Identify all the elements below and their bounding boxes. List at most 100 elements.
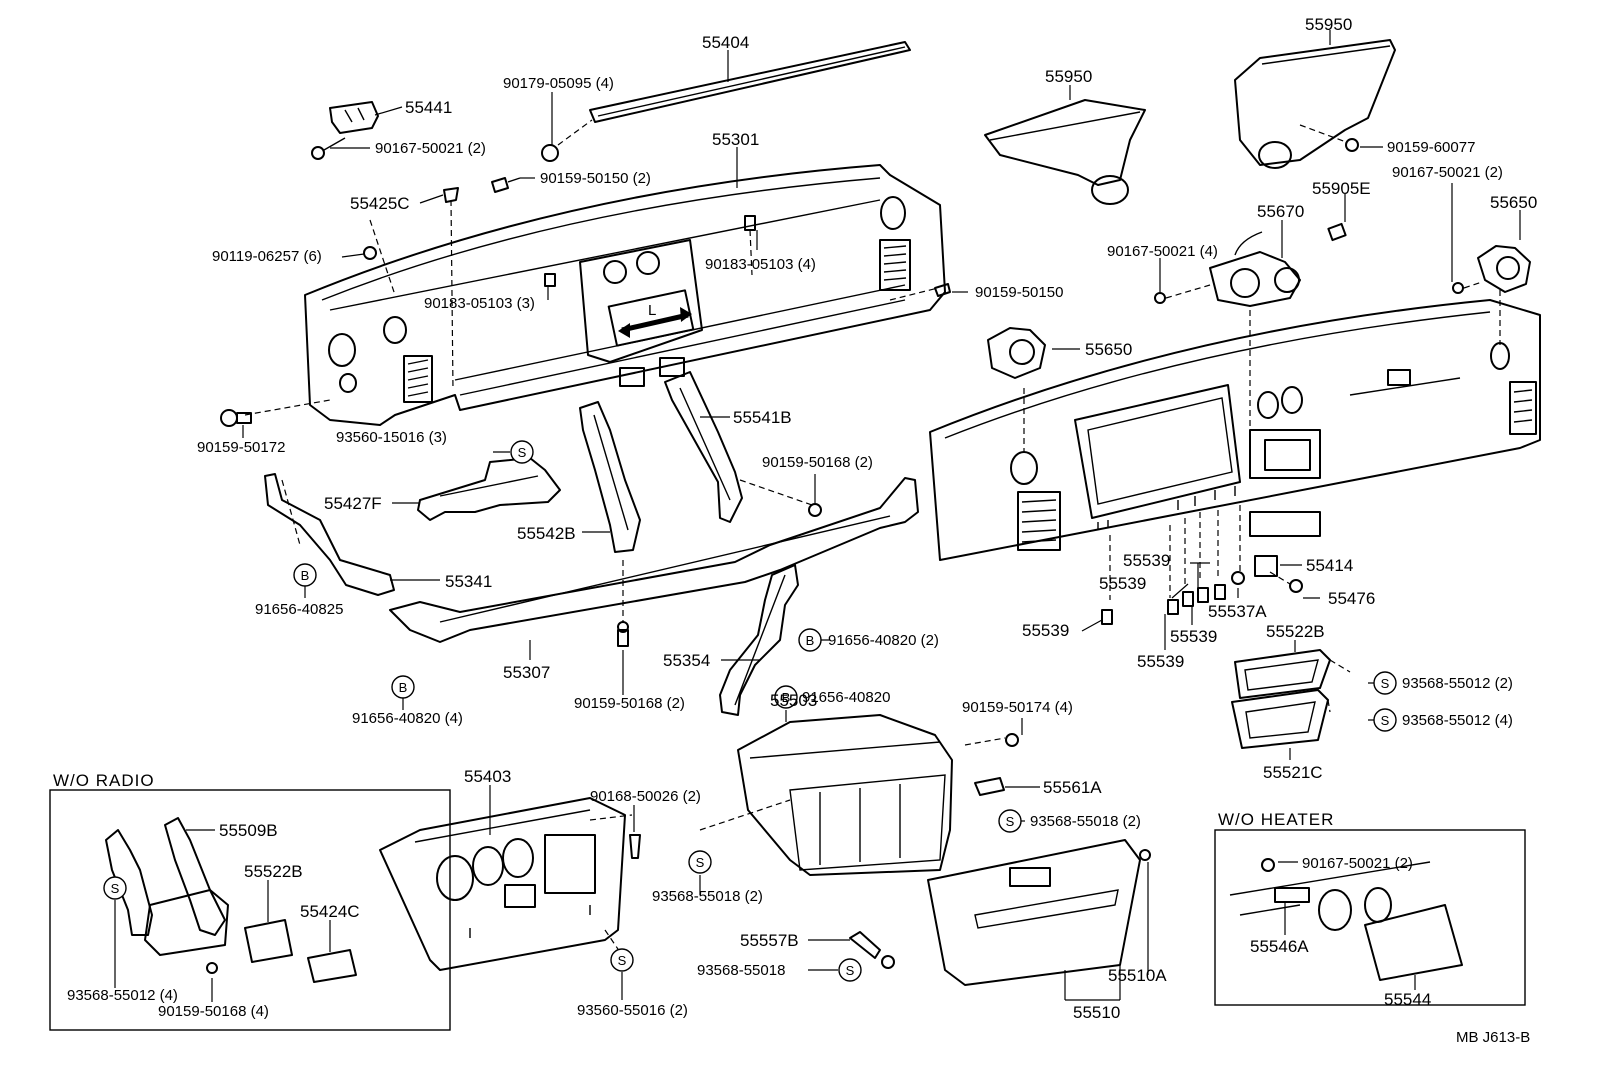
label-55424C: 55424C: [300, 902, 360, 921]
bracket-55561A: [974, 777, 1005, 796]
molding-strip-55404: [589, 41, 911, 123]
label-55301: 55301: [712, 130, 759, 149]
vent-duct-55950-b: [1234, 39, 1396, 169]
dash-frame-55301: L: [244, 164, 946, 426]
knob-55905E: [1327, 222, 1347, 242]
label-90159-50168-2a: 90159-50168 (2): [762, 454, 873, 471]
label-55650-b: 55650: [1085, 340, 1132, 359]
clip-55425C: [443, 187, 459, 203]
latch-55510A: [1139, 849, 1151, 861]
label-90183-05103-3: 90183-05103 (3): [424, 295, 535, 312]
bracket-55542B: [579, 401, 641, 553]
label-90159-50168-2b: 90159-50168 (2): [574, 695, 685, 712]
badge-b-91656-40825: B: [293, 563, 317, 587]
label-93560-55016: 93560-55016 (2): [577, 1002, 688, 1019]
label-93568-55012-2: 93568-55012 (2): [1402, 675, 1513, 692]
pocket-55521C: [1231, 689, 1331, 749]
label-55307: 55307: [503, 663, 550, 682]
label-55950-a: 55950: [1045, 67, 1092, 86]
vent-duct-55950-a: [984, 99, 1146, 205]
label-90167-50021-a: 90167-50021 (2): [375, 140, 486, 157]
label-55539-1: 55539: [1123, 551, 1170, 570]
label-55427F: 55427F: [324, 494, 382, 513]
svg-text:S: S: [1006, 814, 1015, 829]
hinge-55557B: [849, 931, 895, 969]
label-91656-40820-2: 91656-40820 (2): [828, 632, 939, 649]
brace-55354: [719, 564, 799, 716]
label-91656-40820-4: 91656-40820 (4): [352, 710, 463, 727]
label-91656-40825: 91656-40825: [255, 601, 343, 618]
bracket-55541B: [664, 371, 813, 523]
svg-text:B: B: [301, 568, 310, 583]
register-55650-b: [1477, 245, 1531, 293]
label-90168-50026: 90168-50026 (2): [590, 788, 701, 805]
arrow-mark: L: [648, 302, 656, 319]
label-55539-2: 55539: [1099, 574, 1146, 593]
switch-55414: [1254, 555, 1278, 577]
cluster-panel-55403: [379, 797, 633, 971]
label-55950-b: 55950: [1305, 15, 1352, 34]
bolt-90159-50174: [1005, 733, 1019, 747]
label-90159-50172: 90159-50172: [197, 439, 285, 456]
screw-90119-06257: [363, 246, 377, 260]
register-55650-a: [987, 327, 1046, 379]
label-55542B: 55542B: [517, 524, 576, 543]
label-55425C: 55425C: [350, 194, 410, 213]
label-55544: 55544: [1384, 990, 1431, 1009]
label-55557B: 55557B: [740, 931, 799, 950]
label-90167-50021-c: 90167-50021 (2): [1302, 855, 1413, 872]
label-55541B: 55541B: [733, 408, 792, 427]
screw-55476: [1269, 571, 1303, 593]
label-90159-60077: 90159-60077: [1387, 139, 1475, 156]
label-93568-55012-4b: 93568-55012 (4): [67, 987, 178, 1004]
badge-b-91656-40820-4: B: [391, 675, 415, 699]
label-55546A: 55546A: [1250, 937, 1309, 956]
label-90159-50150-2: 90159-50150 (2): [540, 170, 651, 187]
label-90167-50021-4: 90167-50021 (4): [1107, 243, 1218, 260]
leader-lines: [114, 30, 1521, 1002]
svg-text:B: B: [782, 690, 791, 705]
screw-90159-50150-2: [491, 177, 521, 193]
label-55539-3: 55539: [1022, 621, 1069, 640]
label-55341: 55341: [445, 572, 492, 591]
label-55404: 55404: [702, 33, 749, 52]
svg-text:S: S: [1381, 713, 1390, 728]
part-labels: 55404 90179-05095 (4) 55441 90167-50021 …: [53, 15, 1537, 1046]
dashboard-assembly: [929, 290, 1541, 600]
label-93560-15016: 93560-15016 (3): [336, 429, 447, 446]
badge-s-93568-55018: S: [838, 958, 862, 982]
screw-90159-50150: [934, 283, 951, 297]
label-55522B-b: 55522B: [244, 862, 303, 881]
screw-90168-50026: [629, 834, 641, 859]
glove-door-55510: [927, 839, 1141, 986]
svg-text:S: S: [696, 855, 705, 870]
screw-90159-60077: [1299, 124, 1359, 152]
badge-s-93568-55012-4b: S: [103, 876, 127, 900]
label-91656-40820: 91656-40820: [802, 689, 890, 706]
bracket-55427F: [417, 457, 561, 521]
label-55441: 55441: [405, 98, 452, 117]
label-55354: 55354: [663, 651, 710, 670]
bolt-90159-50168-2b: [617, 560, 629, 647]
badges: S B B B B S S S S S S S: [103, 440, 1397, 982]
panel-title-wo-heater: W/O HEATER: [1218, 810, 1334, 829]
label-90159-50150: 90159-50150: [975, 284, 1063, 301]
label-55521C: 55521C: [1263, 763, 1323, 782]
clips-55539: [1101, 584, 1226, 625]
panel-title-wo-radio: W/O RADIO: [53, 771, 155, 790]
bracket-55441: [329, 101, 379, 134]
svg-text:S: S: [111, 881, 120, 896]
svg-text:S: S: [618, 953, 627, 968]
svg-text:S: S: [1381, 676, 1390, 691]
label-55537A: 55537A: [1208, 602, 1267, 621]
label-93568-55018-2b: 93568-55018 (2): [652, 888, 763, 905]
label-90159-50168-4: 90159-50168 (4): [158, 1003, 269, 1020]
label-55476: 55476: [1328, 589, 1375, 608]
nut-90179-05095: [541, 119, 593, 162]
screw-90167-50021-b: [1452, 281, 1483, 294]
label-55509B: 55509B: [219, 821, 278, 840]
label-55539-5: 55539: [1137, 652, 1184, 671]
svg-text:S: S: [846, 963, 855, 978]
label-55539-4: 55539: [1170, 627, 1217, 646]
